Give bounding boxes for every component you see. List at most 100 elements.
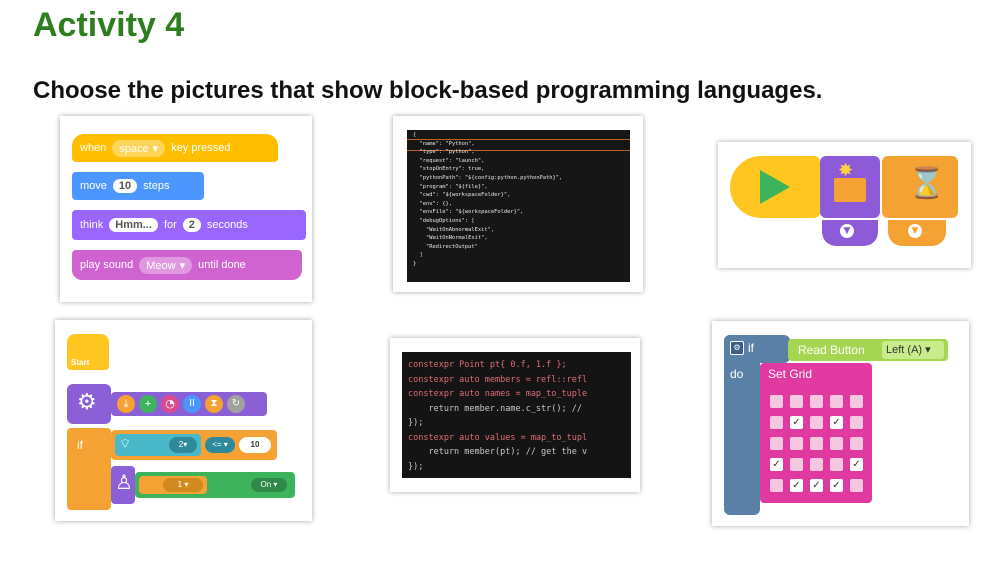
- pause-icon: II: [183, 395, 201, 413]
- loop-icon: ↻: [227, 395, 245, 413]
- led-cell: ✓: [810, 479, 823, 492]
- led-cell: [790, 458, 803, 471]
- scratch-for-label: for: [163, 219, 177, 231]
- led-cell: ✓: [790, 416, 803, 429]
- scratch-think-label: think: [80, 219, 104, 231]
- code-line: });: [408, 461, 424, 472]
- scratch-sound-block: play sound Meow▾ until done: [72, 250, 302, 280]
- robot-start-block: [67, 334, 109, 370]
- gauge-icon: ◔: [161, 395, 179, 413]
- scratch-steps-label: steps: [143, 180, 170, 192]
- sparkle-icon: ✸: [838, 160, 854, 181]
- robot-dropdown-2: 1 ▾: [163, 478, 203, 492]
- code-line: "env": {},: [413, 200, 452, 207]
- led-cell: [770, 479, 783, 492]
- scratch-sound-dropdown: Meow▾: [139, 256, 193, 274]
- led-cell: ✓: [850, 458, 863, 471]
- picture-cpp-code[interactable]: constexpr Point pt{ 0.f, 1.f }; constexpr…: [390, 338, 640, 492]
- code-line: "request": "launch",: [413, 157, 485, 164]
- wifi-icon: ⌔: [119, 437, 132, 452]
- cpp-code-panel: constexpr Point pt{ 0.f, 1.f }; constexpr…: [402, 352, 631, 478]
- led-cell: [830, 437, 843, 450]
- scratch-move-block: move 10 steps: [72, 172, 204, 200]
- code-line: "WaitOnNormalExit",: [413, 235, 488, 242]
- led-cell: [810, 437, 823, 450]
- led-cell: [810, 458, 823, 471]
- scratch-play-sound-label: play sound: [80, 259, 134, 271]
- json-highlight-bar: [407, 139, 630, 151]
- picture-json-code[interactable]: { "name": "Python", "type": "python", "r…: [393, 116, 643, 292]
- code-line: }: [413, 260, 417, 267]
- hourglass-hand-icon: ⌛: [908, 166, 946, 201]
- robot-if-block: [67, 428, 111, 510]
- download-icon: ⤓: [117, 395, 135, 413]
- microbit-if-block: [724, 335, 760, 515]
- led-cell: [850, 395, 863, 408]
- code-line: "stopOnEntry": true,: [413, 166, 485, 173]
- led-cell: [770, 395, 783, 408]
- scratch-move-label: move: [80, 180, 107, 192]
- scratch-think-block: think Hmm... for 2 seconds: [72, 210, 306, 240]
- microbit-set-grid-label: Set Grid: [768, 367, 813, 381]
- led-cell: [810, 416, 823, 429]
- microbit-do-label: do: [730, 367, 744, 381]
- robot-dropdown-1: 2▾: [169, 437, 197, 453]
- chevron-down-icon: ▼: [908, 224, 922, 238]
- code-line: "pythonPath": "${config:python.pythonPat…: [413, 174, 563, 181]
- instruction-text: Choose the pictures that show block-base…: [33, 77, 823, 104]
- led-cell: [790, 395, 803, 408]
- microbit-led-grid: ✓✓✓✓✓✓✓: [762, 391, 872, 501]
- code-line: "program": "${file}",: [413, 183, 488, 190]
- robot-if-label: if: [77, 438, 83, 452]
- lego-wait-block: [882, 156, 958, 218]
- led-cell: [770, 437, 783, 450]
- picture-scratch-blocks[interactable]: when space▾ key pressed move 10 steps th…: [60, 116, 312, 302]
- robot-toggle: On ▾: [251, 478, 287, 492]
- scratch-key-dropdown: space▾: [112, 139, 166, 157]
- play-icon: [760, 170, 790, 204]
- code-line: return member.name.c_str(); //: [408, 403, 582, 414]
- robot-settings-block: [67, 384, 111, 424]
- scratch-until-done-label: until done: [198, 259, 246, 271]
- scratch-when-label: when: [80, 142, 107, 154]
- robot-start-label: Start: [71, 358, 90, 367]
- led-cell: [850, 437, 863, 450]
- led-cell: [810, 395, 823, 408]
- led-icon: ♙: [115, 470, 133, 494]
- cpp-code-lines: constexpr Point pt{ 0.f, 1.f }; constexpr…: [408, 358, 587, 474]
- code-line: ]: [413, 252, 423, 259]
- code-line: constexpr Point pt{ 0.f, 1.f };: [408, 360, 567, 370]
- scratch-event-block: when space▾ key pressed: [72, 134, 278, 162]
- led-cell: [850, 479, 863, 492]
- code-line: {: [413, 132, 417, 138]
- led-cell: [830, 395, 843, 408]
- code-line: return member(pt); // get the v: [408, 447, 588, 457]
- scratch-steps-input: 10: [112, 179, 138, 193]
- code-line: "RedirectOutput": [413, 243, 478, 250]
- picture-robot-blocks[interactable]: Start ⚙ ⤓ + ◔ II ⧗ ↻ if ⌔ 2▾ <= ▾ 10 ♙ 1…: [55, 320, 312, 521]
- robot-led-block: [111, 466, 135, 504]
- led-cell: [850, 416, 863, 429]
- led-cell: ✓: [790, 479, 803, 492]
- gear-icon: ⚙: [730, 341, 744, 355]
- code-line: });: [408, 418, 424, 428]
- microbit-read-button-label: Read Button: [798, 343, 865, 357]
- code-line: "WaitOnAbnormalExit",: [413, 226, 495, 233]
- code-line: constexpr auto names = map_to_tuple: [408, 389, 588, 399]
- gear-icon: ⚙: [77, 390, 97, 415]
- scratch-seconds-label: seconds: [206, 219, 248, 231]
- hourglass-icon: ⧗: [205, 395, 223, 413]
- chevron-down-icon: ▼: [840, 224, 854, 238]
- picture-microbit-blocks[interactable]: ⚙ if Read Button Left (A) ▾ do Set Grid …: [712, 321, 969, 526]
- led-cell: [770, 416, 783, 429]
- code-line: "cwd": "${workspaceFolder}",: [413, 192, 511, 199]
- code-line: "debugOptions": [: [413, 217, 475, 224]
- led-cell: ✓: [770, 458, 783, 471]
- robot-value-input: 10: [239, 437, 271, 453]
- led-cell: [830, 458, 843, 471]
- picture-icon-blocks[interactable]: ✸ ▼ ⌛ ▼: [718, 142, 971, 268]
- json-code-panel: { "name": "Python", "type": "python", "r…: [407, 130, 630, 282]
- scratch-seconds-input: 2: [182, 218, 201, 232]
- scratch-key-pressed-label: key pressed: [171, 142, 231, 154]
- microbit-button-dropdown: Left (A) ▾: [882, 341, 944, 359]
